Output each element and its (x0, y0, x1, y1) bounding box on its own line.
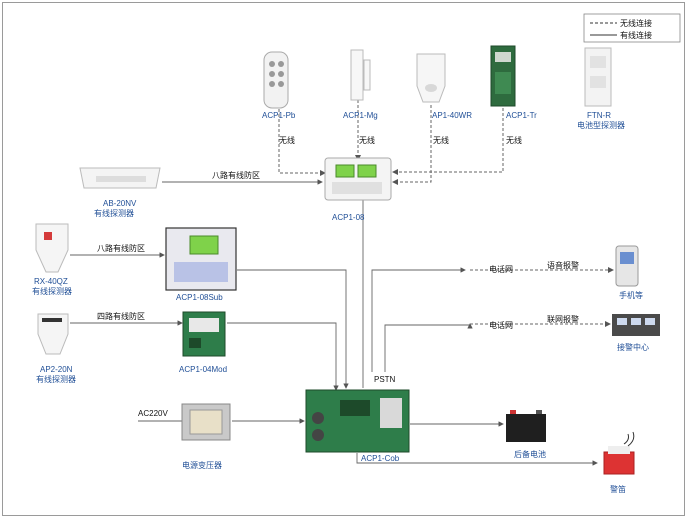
ab-20nv-label: AB-20NV (103, 199, 137, 208)
voice-label: 语音报警 (547, 260, 579, 270)
phone-label: 手机等 (619, 290, 643, 300)
transmitter-module (490, 45, 516, 107)
zone8-left-label: 八路有线防区 (97, 243, 145, 253)
zone4-label: 四路有线防区 (97, 311, 145, 321)
acp1-08sub-module (165, 227, 237, 291)
tel-label-2: 电话网 (489, 320, 513, 330)
pir-detector-ap2 (37, 313, 69, 355)
acp1-08-label: ACP1-08 (332, 213, 365, 222)
center-label: 接警中心 (617, 342, 649, 352)
door-magnet (350, 49, 371, 101)
ab-20nv-sub-label: 有线探测器 (94, 208, 134, 218)
wireless-label-2: 无线 (359, 135, 375, 145)
legend-wired: 有线连接 (620, 30, 652, 40)
transformer-label: 电源变压器 (182, 460, 222, 470)
legend-wireless: 无线连接 (620, 18, 652, 28)
acp1-mg-label: ACP1-Mg (343, 111, 378, 120)
pir-detector-rx (35, 223, 69, 273)
net-label: 联网报警 (547, 314, 579, 324)
backup-battery (506, 410, 546, 442)
ac220-label: AC220V (138, 409, 168, 418)
pstn-label: PSTN (374, 375, 396, 384)
power-transformer (181, 403, 231, 441)
ap1-40wr-label: AP1-40WR (432, 111, 472, 120)
tel-label-1: 电话网 (489, 264, 513, 274)
siren-label: 警笛 (610, 484, 626, 494)
battery-label: 后备电池 (514, 449, 546, 459)
acp1-04mod-module (182, 311, 226, 357)
zone8-top-label: 八路有线防区 (212, 170, 260, 180)
alarm-center (612, 314, 660, 336)
remote-keyfob (263, 51, 289, 109)
acp1-08sub-label: ACP1-08Sub (176, 293, 223, 302)
mobile-phone (615, 245, 639, 287)
siren (603, 431, 635, 475)
acp1-tr-label: ACP1-Tr (506, 111, 537, 120)
rx-40qz-sub-label: 有线探测器 (32, 286, 72, 296)
rx-40qz-label: RX-40QZ (34, 277, 68, 286)
acp1-08-panel (324, 157, 392, 201)
legend: 无线连接 有线连接 (583, 13, 681, 43)
ap2-20n-label: AP2-20N (40, 365, 73, 374)
ap2-20n-sub-label: 有线探测器 (36, 374, 76, 384)
wireless-label-1: 无线 (279, 135, 295, 145)
ftn-r-sub-label: 电池型探测器 (577, 120, 625, 130)
wired-links (70, 179, 598, 466)
acp1-04mod-label: ACP1-04Mod (179, 365, 227, 374)
curtain-detector (79, 167, 161, 189)
beam-detector (584, 47, 612, 107)
phone-links (470, 267, 614, 327)
wireless-label-3: 无线 (433, 135, 449, 145)
pir-detector-wireless (416, 53, 446, 103)
acp1-cob-label: ACP1-Cob (361, 454, 400, 463)
acp1-pb-label: ACP1-Pb (262, 111, 296, 120)
ftn-r-label: FTN-R (587, 111, 611, 120)
wireless-label-4: 无线 (506, 135, 522, 145)
acp1-cob-mainboard (305, 389, 410, 453)
wireless-links (278, 100, 504, 185)
